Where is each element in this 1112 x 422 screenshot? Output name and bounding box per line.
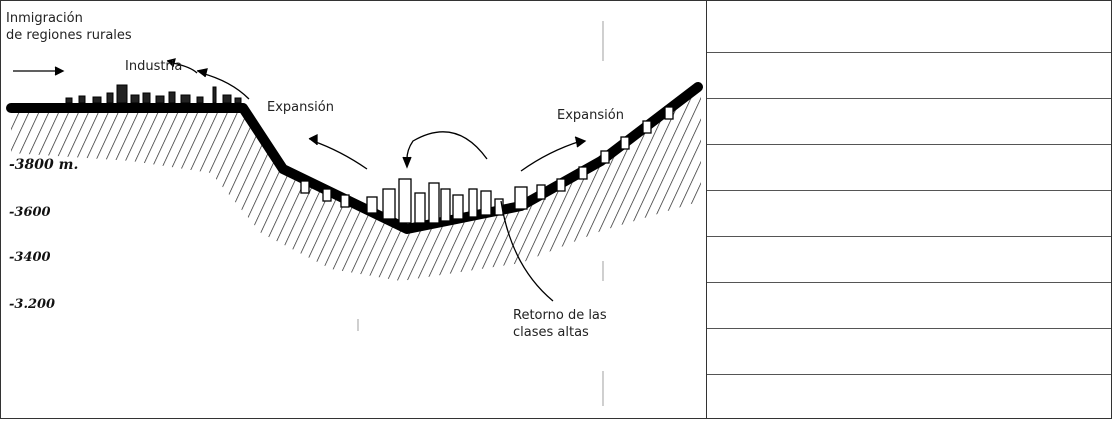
industry-label: Industria xyxy=(125,59,183,74)
altitude-label-3600: -3600 xyxy=(9,205,51,220)
industry-arrow xyxy=(172,62,198,74)
upward-arrow xyxy=(406,131,488,164)
note-line xyxy=(707,282,1111,283)
city-skyline xyxy=(300,106,674,224)
immigration-label-line2: de regiones rurales xyxy=(6,28,132,43)
altitude-label-3800: -3800 m. xyxy=(9,157,79,173)
retorno-label-line2: clases altas xyxy=(513,325,589,340)
altitude-label-3200: -3.200 xyxy=(9,297,56,312)
city-profile-diagram: Inmigración de regiones rurales Industri… xyxy=(1,1,705,418)
ground-hatching xyxy=(11,93,701,281)
expansion-right-arrow xyxy=(520,140,582,172)
industry-buildings xyxy=(65,84,242,104)
note-line xyxy=(707,98,1111,99)
note-line xyxy=(707,144,1111,145)
note-line xyxy=(707,52,1111,53)
altitude-label-3400: -3400 xyxy=(9,250,51,265)
expansion-right-label: Expansión xyxy=(557,108,624,123)
flow-arrows xyxy=(13,58,587,302)
expansion-left-label: Expansión xyxy=(267,100,334,115)
note-line xyxy=(707,236,1111,237)
scan-marks xyxy=(357,21,604,406)
valley-expansion-left-arrow xyxy=(312,140,368,170)
notes-panel xyxy=(707,0,1111,419)
terrain-section xyxy=(6,21,703,406)
retorno-label-line1: Retorno de las xyxy=(513,308,607,323)
panel-divider xyxy=(706,0,707,419)
note-line xyxy=(707,328,1111,329)
note-line xyxy=(707,374,1111,375)
note-line xyxy=(707,190,1111,191)
retorno-arrow xyxy=(500,200,554,302)
immigration-label-line1: Inmigración xyxy=(6,11,83,26)
